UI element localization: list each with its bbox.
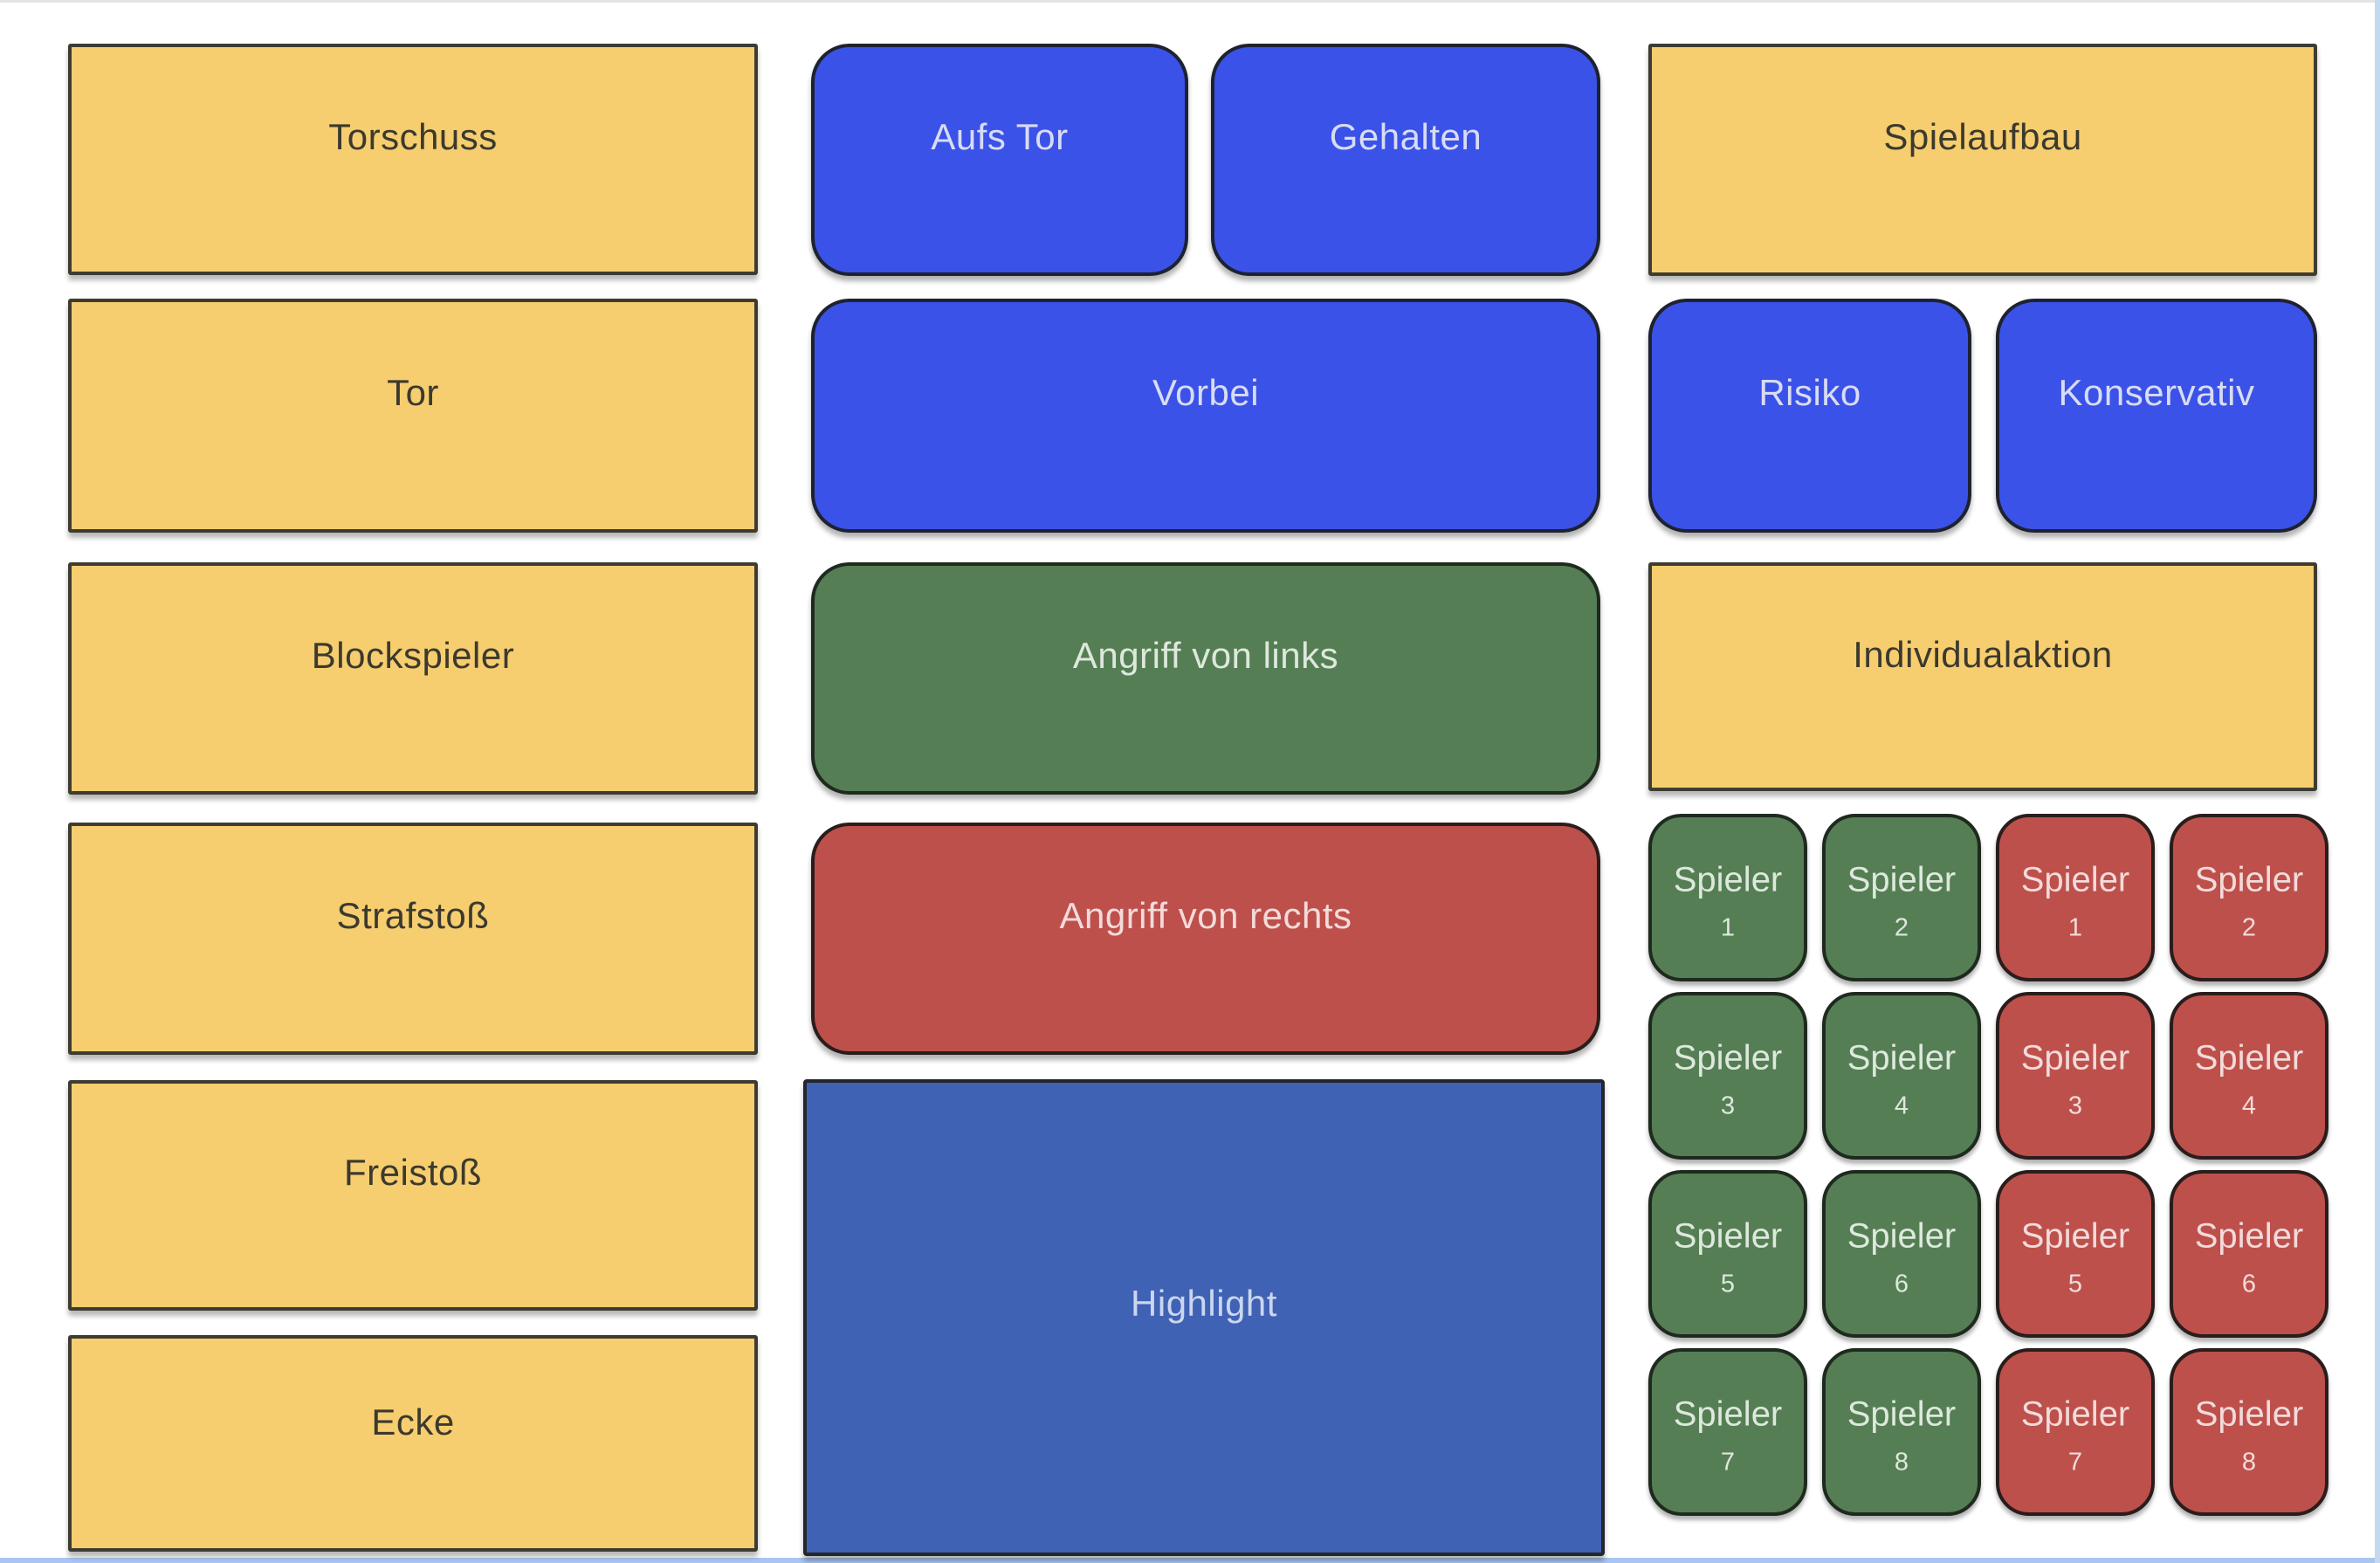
aufs-tor-button[interactable]: Aufs Tor (811, 44, 1188, 276)
freistoss-button[interactable]: Freistoß (68, 1080, 758, 1311)
player-label: Spieler (2194, 1038, 2304, 1078)
angriff-von-rechts-button[interactable]: Angriff von rechts (811, 823, 1600, 1055)
freistoss-label: Freistoß (343, 1152, 483, 1194)
player-green-8-button[interactable]: Spieler 8 (1822, 1348, 1981, 1516)
player-number: 4 (2241, 1091, 2257, 1120)
player-number: 2 (2241, 913, 2257, 942)
highlight-label: Highlight (1131, 1282, 1277, 1324)
strafstoss-label: Strafstoß (336, 895, 490, 937)
player-label: Spieler (1847, 860, 1957, 899)
vorbei-label: Vorbei (1152, 372, 1260, 413)
tor-label: Tor (387, 372, 439, 413)
player-red-7-button[interactable]: Spieler 7 (1996, 1348, 2155, 1516)
player-number: 1 (2067, 913, 2083, 942)
player-label: Spieler (2020, 1394, 2130, 1434)
player-number: 6 (2241, 1270, 2257, 1298)
player-label: Spieler (1847, 1216, 1957, 1256)
player-number: 8 (2241, 1448, 2257, 1477)
player-green-6-button[interactable]: Spieler 6 (1822, 1170, 1981, 1338)
aufs-tor-label: Aufs Tor (931, 116, 1069, 158)
player-green-3-button[interactable]: Spieler 3 (1648, 992, 1807, 1160)
player-label: Spieler (1673, 1216, 1783, 1256)
spielaufbau-button[interactable]: Spielaufbau (1648, 44, 2317, 276)
risiko-button[interactable]: Risiko (1648, 299, 1971, 533)
angriff-von-links-button[interactable]: Angriff von links (811, 562, 1600, 795)
torschuss-label: Torschuss (328, 115, 498, 157)
player-label: Spieler (1847, 1038, 1957, 1078)
player-number: 7 (2067, 1448, 2083, 1477)
player-label: Spieler (2194, 1216, 2304, 1256)
player-green-1-button[interactable]: Spieler 1 (1648, 814, 1807, 981)
player-label: Spieler (2020, 1038, 2130, 1078)
player-green-7-button[interactable]: Spieler 7 (1648, 1348, 1807, 1516)
spielaufbau-label: Spielaufbau (1883, 116, 2082, 158)
risiko-label: Risiko (1758, 372, 1861, 413)
player-label: Spieler (2020, 860, 2130, 899)
konservativ-button[interactable]: Konservativ (1996, 299, 2317, 533)
ecke-button[interactable]: Ecke (68, 1335, 758, 1552)
gehalten-button[interactable]: Gehalten (1211, 44, 1600, 276)
individualaktion-label: Individualaktion (1853, 633, 2113, 675)
player-label: Spieler (2194, 860, 2304, 899)
player-number: 2 (1894, 913, 1909, 942)
player-number: 7 (1720, 1448, 1736, 1477)
player-green-4-button[interactable]: Spieler 4 (1822, 992, 1981, 1160)
gehalten-label: Gehalten (1329, 116, 1482, 158)
player-label: Spieler (1847, 1394, 1957, 1434)
player-number: 8 (1894, 1448, 1909, 1477)
highlight-button[interactable]: Highlight (803, 1079, 1605, 1556)
player-red-8-button[interactable]: Spieler 8 (2170, 1348, 2328, 1516)
player-label: Spieler (1673, 1394, 1783, 1434)
strafstoss-button[interactable]: Strafstoß (68, 823, 758, 1055)
blockspieler-label: Blockspieler (311, 635, 515, 677)
angriff-von-rechts-label: Angriff von rechts (1059, 895, 1352, 937)
player-green-5-button[interactable]: Spieler 5 (1648, 1170, 1807, 1338)
player-label: Spieler (1673, 1038, 1783, 1078)
window-bottom-border (0, 1558, 2380, 1563)
player-red-1-button[interactable]: Spieler 1 (1996, 814, 2155, 981)
individualaktion-button[interactable]: Individualaktion (1648, 562, 2317, 791)
player-number: 3 (1720, 1091, 1736, 1120)
angriff-von-links-label: Angriff von links (1072, 635, 1339, 677)
player-label: Spieler (1673, 860, 1783, 899)
player-number: 6 (1894, 1270, 1909, 1298)
player-red-4-button[interactable]: Spieler 4 (2170, 992, 2328, 1160)
window-right-border (2375, 0, 2380, 1563)
vorbei-button[interactable]: Vorbei (811, 299, 1600, 533)
player-number: 4 (1894, 1091, 1909, 1120)
player-number: 5 (1720, 1270, 1736, 1298)
player-label: Spieler (2194, 1394, 2304, 1434)
player-green-2-button[interactable]: Spieler 2 (1822, 814, 1981, 981)
konservativ-label: Konservativ (2058, 372, 2255, 413)
player-number: 3 (2067, 1091, 2083, 1120)
player-red-6-button[interactable]: Spieler 6 (2170, 1170, 2328, 1338)
torschuss-button[interactable]: Torschuss (68, 44, 758, 275)
player-red-3-button[interactable]: Spieler 3 (1996, 992, 2155, 1160)
tor-button[interactable]: Tor (68, 299, 758, 533)
player-number: 5 (2067, 1270, 2083, 1298)
player-label: Spieler (2020, 1216, 2130, 1256)
window-top-border (0, 0, 2380, 3)
player-red-2-button[interactable]: Spieler 2 (2170, 814, 2328, 981)
ecke-label: Ecke (371, 1401, 455, 1443)
player-red-5-button[interactable]: Spieler 5 (1996, 1170, 2155, 1338)
player-number: 1 (1720, 913, 1736, 942)
blockspieler-button[interactable]: Blockspieler (68, 562, 758, 795)
